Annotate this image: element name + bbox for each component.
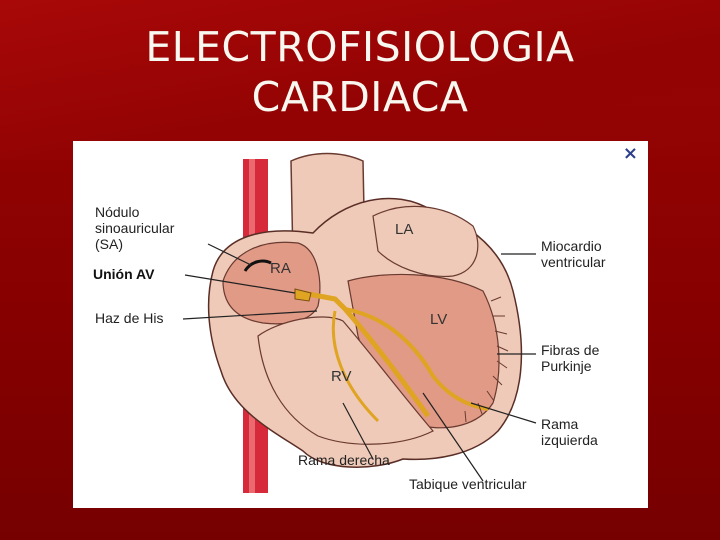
slide-title: ELECTROFISIOLOGIA CARDIACA <box>0 22 720 122</box>
close-icon[interactable]: × <box>622 143 638 164</box>
purkinje-fibers <box>464 296 509 423</box>
heart-diagram-panel: × LA RA LV RV <box>73 141 648 508</box>
label-purkinje-line2: Purkinje <box>541 358 592 374</box>
label-miocardio-line2: ventricular <box>541 254 606 270</box>
label-miocardio-line1: Miocardio <box>541 238 602 254</box>
sa-node-mark <box>243 259 272 272</box>
pointer-lines <box>182 243 537 482</box>
label-purkinje-line1: Fibras de <box>541 342 600 358</box>
label-sa-line3: (SA) <box>95 236 123 252</box>
chamber-label-rv: RV <box>331 368 352 385</box>
chamber-label-ra: RA <box>270 260 291 277</box>
label-izq-line2: izquierda <box>541 432 598 448</box>
left-branch-conduction <box>344 307 489 411</box>
heart-diagram: LA RA LV RV Nódulo sinoauricular (SA) Un… <box>93 152 606 493</box>
label-av: Unión AV <box>93 266 155 282</box>
label-tabique: Tabique ventricular <box>409 476 527 492</box>
chamber-label-lv: LV <box>430 311 447 328</box>
title-band <box>0 0 720 160</box>
label-izq-line1: Rama <box>541 416 579 432</box>
left-atrium <box>372 205 479 278</box>
av-node-mark <box>294 288 312 302</box>
right-ventricle <box>257 316 434 445</box>
chamber-label-la: LA <box>395 221 413 238</box>
label-sa-line2: sinoauricular <box>95 220 175 236</box>
label-rama-derecha: Rama derecha <box>298 452 390 468</box>
right-branch-conduction <box>331 310 380 423</box>
label-his: Haz de His <box>95 310 163 326</box>
slide-title-line2: CARDIACA <box>251 73 469 121</box>
label-sa-line1: Nódulo <box>95 204 140 220</box>
slide-title-line1: ELECTROFISIOLOGIA <box>145 23 575 71</box>
